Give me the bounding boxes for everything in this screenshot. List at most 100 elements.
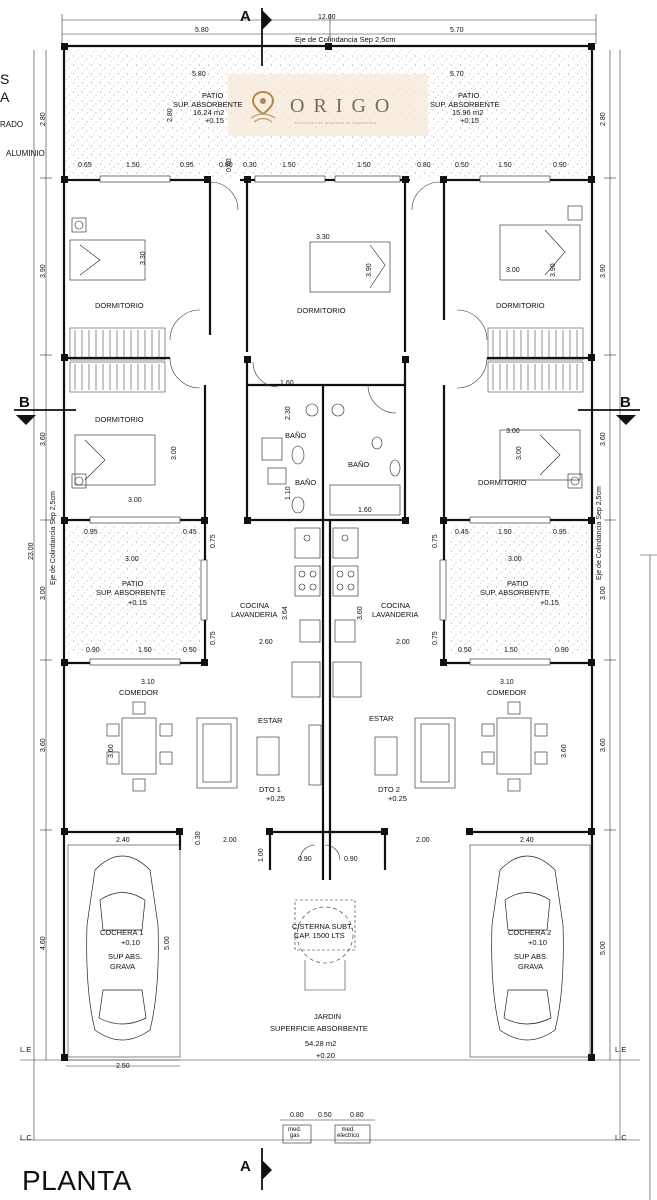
dim-h060: 0.60 [226,158,233,172]
room-bano-2: BAÑO [348,460,370,469]
dim-080-a: 0.80 [219,162,233,169]
dim-310-b: 3.10 [500,679,514,686]
dim-050-d: 0.50 [318,1112,332,1119]
dim-h300-dorm4: 3.00 [171,446,178,460]
patio-top-left-level: +0.15 [205,116,224,125]
outer-dimensions [20,14,640,1141]
windows [89,175,551,666]
dim-patio-right: 5.70 [450,71,464,78]
sheet-frame [640,554,657,1200]
dim-h2300-left: 23.00 [28,542,35,560]
dim-300-d: 3.00 [125,556,139,563]
dim-h390-dorm3: 3.90 [550,263,557,277]
dim-080-c: 0.80 [290,1112,304,1119]
side-note-s: S [0,71,10,87]
section-arrows [16,10,636,1180]
dim-200-a: 2.00 [396,639,410,646]
dim-h330-dorm1: 3.30 [140,251,147,265]
cochera-2-material: GRAVA [518,962,544,971]
parking-bays [67,844,591,1061]
dim-240-a: 2.40 [116,837,130,844]
beds [69,205,583,489]
dim-h390-left: 3.90 [40,264,47,278]
medidor-electrico-label: med.electrico [337,1127,360,1140]
dim-h075-c: 0.75 [432,534,439,548]
dim-150-g: 1.50 [504,647,518,654]
dim-300-a: 3.00 [506,267,520,274]
room-bano-1: BAÑO [285,431,307,440]
dim-090-b: 0.90 [86,647,100,654]
dim-150-d: 1.50 [498,162,512,169]
dim-080-d: 0.80 [350,1112,364,1119]
section-label-a-top: A [240,8,251,25]
dim-h300-dorm5: 3.00 [516,446,523,460]
brand-watermark [228,74,428,136]
cisterna-name: CISTERNA SUBT. [292,922,353,931]
cochera-1-level: +0.10 [121,938,140,947]
room-bano-3: BAÑO [295,478,317,487]
unit-level-dto2: +0.25 [388,794,407,803]
dim-h030-b: 0.30 [195,831,202,845]
dim-150-e: 1.50 [498,529,512,536]
room-lavanderia-1: LAVANDERIA [231,610,278,619]
dim-patio-left: 5.80 [192,71,206,78]
dim-330: 3.30 [316,234,330,241]
dim-030-a: 0.30 [243,162,257,169]
dim-h300-left: 3.00 [40,586,47,600]
dim-h390-dorm2: 3.90 [366,263,373,277]
unit-label-dto1: DTO 1 [259,785,281,794]
axis-label-left: Eje de Colindancia Sep 2,5cm [50,491,57,585]
dim-150-b: 1.50 [282,162,296,169]
jardin-level: +0.20 [316,1051,335,1060]
side-note-rado: RADO [0,120,24,129]
dim-h360-right: 3.60 [600,432,607,446]
patio-mid-left-type: SUP. ABSORBENTE [96,588,166,597]
patio-top-right-area: 15.96 m2 [452,108,484,117]
dim-200-b: 2.00 [223,837,237,844]
dim-080-b: 0.80 [417,162,431,169]
axis-label-top: Eje de Colindancia Sep 2,5cm [295,35,396,44]
medidores-box [280,1119,375,1144]
cochera-2-name: COCHERA 2 [508,928,552,937]
dim-h360-left-2: 3.60 [40,738,47,752]
dim-090-c: 0.90 [555,647,569,654]
dim-160-a: 1.60 [280,380,294,387]
section-label-b-left: B [19,394,30,411]
cochera-1-surface: SUP ABS. [108,952,143,961]
patio-mid-right-name: PATIO [507,579,529,588]
dim-260: 2.60 [259,639,273,646]
dim-300-e: 3.00 [508,556,522,563]
room-comedor-1: COMEDOR [119,688,159,697]
room-comedor-2: COMEDOR [487,688,527,697]
medidor-gas-label: med.gas [288,1127,302,1140]
side-note-a: A [0,89,10,105]
patio-fills [66,50,590,655]
axis-label-right: Eje de Colindancia Sep 2,5cm [596,486,603,580]
dim-045-b: 0.45 [455,529,469,536]
dim-095-c: 0.95 [553,529,567,536]
room-cocina-1: COCINA [240,601,270,610]
dim-090-e: 0.90 [344,856,358,863]
dim-h075-b: 0.75 [210,631,217,645]
dim-total-width: 12.00 [318,14,336,21]
dim-150-f: 1.50 [138,647,152,654]
dim-095-a: 0.95 [180,162,194,169]
dim-h360-comedor2: 3.60 [561,744,568,758]
dim-h460-left: 4.60 [40,936,47,950]
room-dormitorio-4: DORMITORIO [95,415,144,424]
room-dormitorio-2: DORMITORIO [297,306,346,315]
room-lavanderia-2: LAVANDERIA [372,610,419,619]
dim-h500-cochera: 5.00 [164,936,171,950]
cisterna-capacity: CAP. 1500 LTS [294,931,345,940]
kitchen-fixtures [291,527,362,698]
living-furniture [106,701,548,792]
dim-h500-right: 5.00 [600,941,607,955]
dim-300-b: 3.00 [506,428,520,435]
dim-240-b: 2.40 [520,837,534,844]
dim-095-b: 0.95 [84,529,98,536]
edge-label-lc-left: L.C [20,1133,32,1142]
dim-050-a: 0.50 [455,162,469,169]
dim-090-d: 0.90 [298,856,312,863]
room-dormitorio-1: DORMITORIO [95,301,144,310]
